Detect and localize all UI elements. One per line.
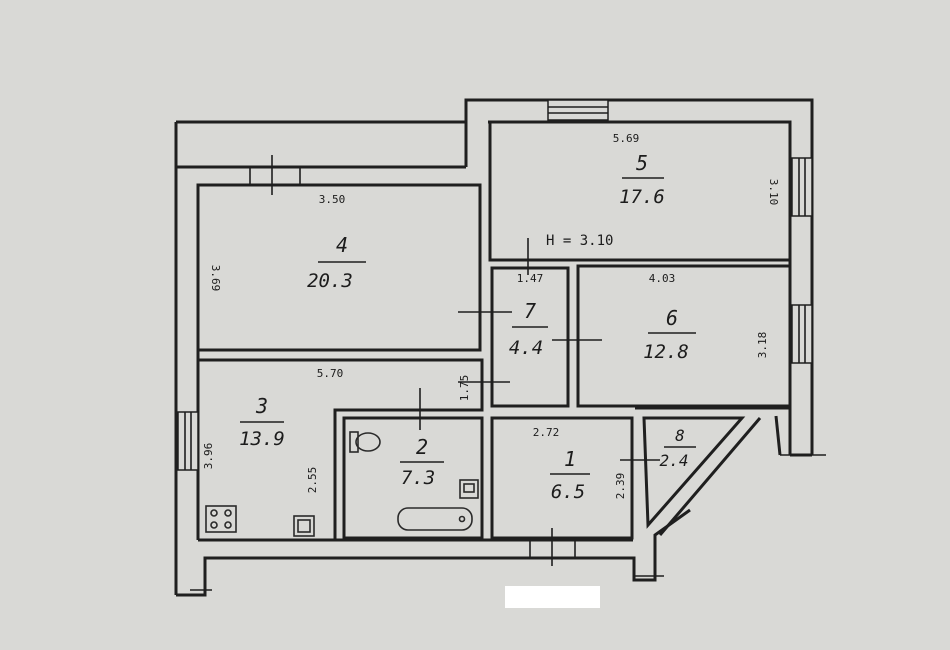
kitchen-sink-icon — [293, 515, 315, 537]
room-4-number: 4 — [336, 233, 348, 257]
windows — [177, 99, 813, 566]
window-room4-top — [249, 155, 301, 195]
door-marks — [190, 238, 826, 591]
dim-room7-width: 1.47 — [517, 272, 544, 285]
window-right-upper — [791, 157, 813, 217]
redaction-patch — [505, 586, 600, 608]
room-1-walls — [490, 416, 634, 540]
room-7-area: 4.4 — [509, 337, 543, 359]
window-left — [177, 411, 199, 471]
room-8-label: 8 2.4 — [660, 426, 696, 470]
dim-room5-depth: 3.10 — [767, 179, 780, 206]
window-top — [547, 99, 609, 121]
room-3-walls — [198, 358, 484, 540]
room-8-number: 8 — [675, 426, 685, 445]
corner-wall — [635, 406, 792, 536]
room-2-walls — [342, 416, 484, 540]
toilet-icon — [349, 431, 381, 453]
room-4-walls — [196, 183, 482, 352]
room-5-number: 5 — [636, 151, 648, 175]
room-4-label: 4 20.3 — [307, 233, 366, 292]
room-labels: 5 17.6 4 20.3 7 4.4 6 12.8 3 13.9 2 7.3 — [239, 151, 696, 503]
room-5-walls — [488, 120, 792, 262]
room-2-label: 2 7.3 — [400, 435, 444, 489]
room-6-label: 6 12.8 — [643, 306, 696, 363]
dim-room3-depth: 3.96 — [202, 443, 215, 470]
window-room1-bottom — [529, 528, 576, 566]
sink-icon — [459, 479, 479, 499]
room-2-number: 2 — [416, 435, 428, 459]
room-6-number: 6 — [666, 306, 678, 330]
room-1-number: 1 — [564, 447, 576, 471]
room-6-area: 12.8 — [643, 341, 689, 363]
room-8-area: 2.4 — [660, 451, 689, 470]
room-7-label: 7 4.4 — [509, 299, 548, 359]
room-3-number: 3 — [255, 394, 268, 418]
fixtures — [205, 431, 479, 537]
room-1-label: 1 6.5 — [550, 447, 590, 503]
dim-room3-inner: 2.55 — [306, 467, 319, 494]
window-right-lower — [791, 304, 813, 364]
dim-room4-depth: 3.69 — [209, 265, 222, 292]
stove-icon — [205, 505, 237, 533]
dim-hall-depth: 1.75 — [458, 375, 471, 402]
dim-room6-width: 4.03 — [649, 272, 676, 285]
room-7-number: 7 — [524, 299, 536, 323]
dim-room5-width: 5.69 — [613, 132, 640, 145]
dim-room1-depth: 2.39 — [614, 473, 627, 500]
ceiling-height-label: H = 3.10 — [546, 233, 613, 249]
room-5-area: 17.6 — [619, 186, 665, 208]
room-4-area: 20.3 — [307, 270, 353, 292]
room-3-area: 13.9 — [239, 428, 285, 450]
dimension-labels: 5.69 3.10 H = 3.10 3.50 3.69 1.47 4.03 3… — [202, 132, 780, 499]
dim-room6-depth: 3.18 — [756, 332, 769, 359]
room-3-label: 3 13.9 — [239, 394, 285, 450]
bathtub-icon — [397, 507, 473, 531]
outer-wall-outline — [174, 98, 814, 597]
dim-room3-width: 5.70 — [317, 367, 344, 380]
room-7-walls — [490, 266, 570, 408]
dim-room4-width: 3.50 — [319, 193, 346, 206]
room-2-area: 7.3 — [401, 467, 435, 489]
room-8-walls — [642, 416, 746, 529]
dim-room1-width: 2.72 — [533, 426, 560, 439]
room-5-label: 5 17.6 — [619, 151, 665, 208]
room-1-area: 6.5 — [551, 481, 585, 503]
room-6-walls — [576, 264, 792, 408]
